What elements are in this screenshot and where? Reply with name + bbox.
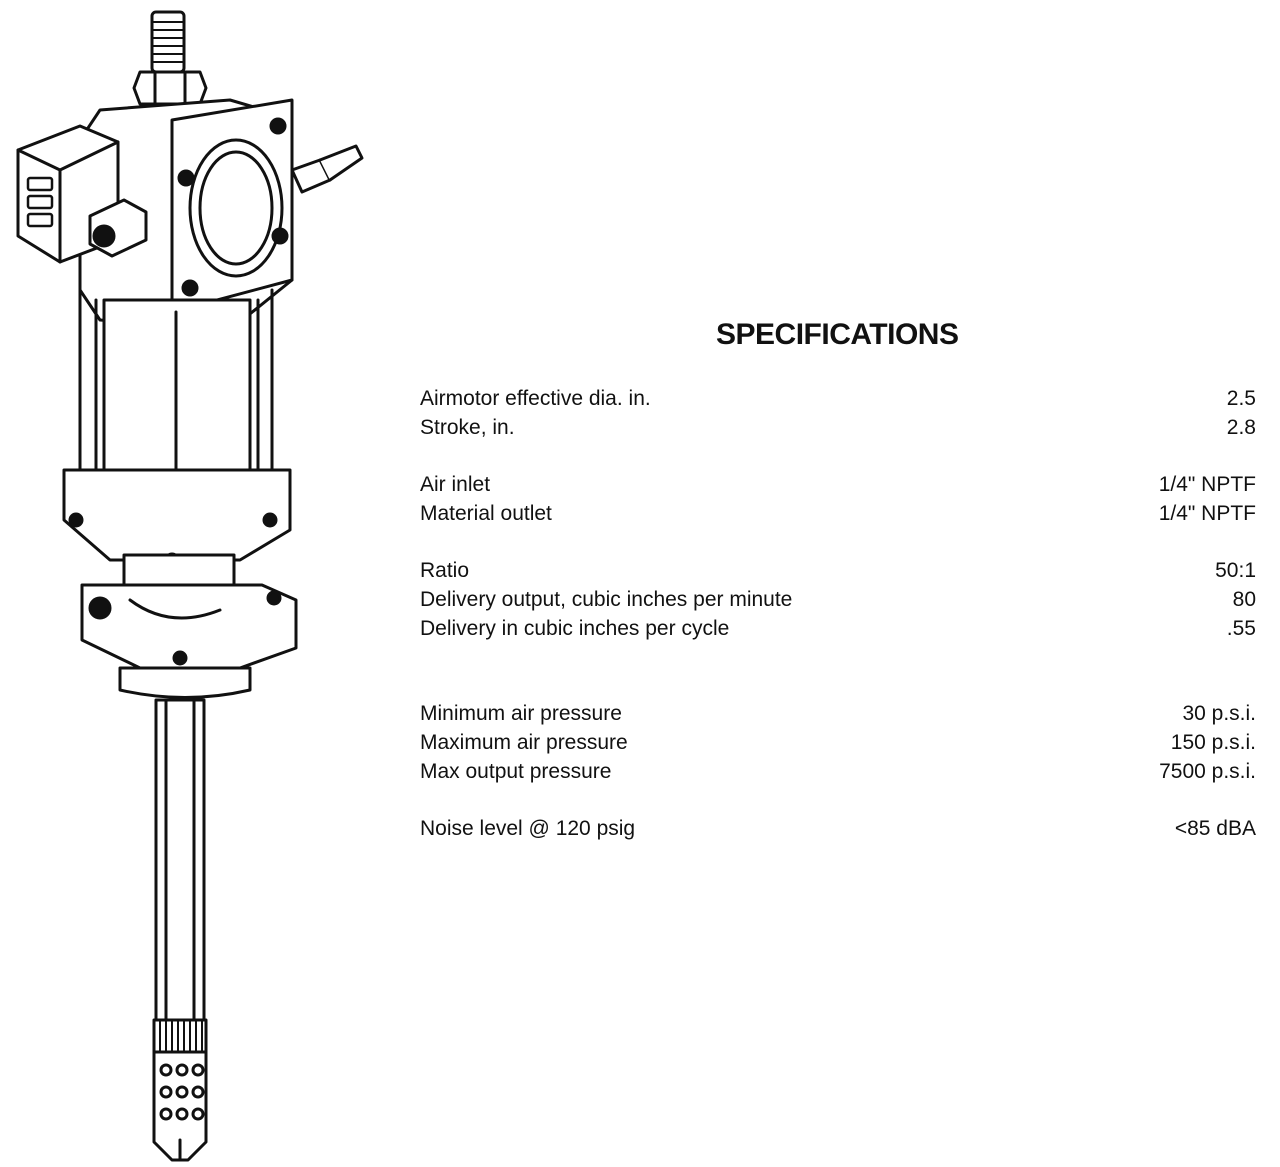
spec-value: 7500 p.s.i. (1159, 760, 1256, 783)
spec-label: Noise level @ 120 psig (420, 817, 636, 840)
spec-value: .55 (1226, 617, 1256, 640)
spec-value: 1/4" NPTF (1158, 502, 1256, 525)
spec-value: 80 (1232, 588, 1256, 611)
pump-illustration (16, 10, 364, 1162)
spec-value: 30 p.s.i. (1182, 702, 1256, 725)
spec-label: Maximum air pressure (420, 731, 628, 754)
spec-row: Airmotor effective dia. in. 2.5 (420, 384, 1256, 413)
spec-label: Air inlet (420, 473, 491, 496)
spec-group-output: Ratio 50:1 Delivery output, cubic inches… (420, 556, 1256, 643)
spec-group-dimensions: Airmotor effective dia. in. 2.5 Stroke, … (420, 384, 1256, 442)
spec-value: 1/4" NPTF (1158, 473, 1256, 496)
spec-group-connections: Air inlet 1/4" NPTF Material outlet 1/4"… (420, 470, 1256, 528)
spec-label: Minimum air pressure (420, 702, 622, 725)
specifications-table: Airmotor effective dia. in. 2.5 Stroke, … (420, 384, 1256, 871)
spec-label: Ratio (420, 559, 470, 582)
spec-value: <85 dBA (1174, 817, 1256, 840)
spec-value: 150 p.s.i. (1170, 731, 1256, 754)
spec-label: Delivery in cubic inches per cycle (420, 617, 730, 640)
spec-row: Material outlet 1/4" NPTF (420, 499, 1256, 528)
spec-value: 2.8 (1226, 416, 1256, 439)
spec-label: Material outlet (420, 502, 552, 525)
spec-row: Noise level @ 120 psig <85 dBA (420, 814, 1256, 843)
spec-row: Stroke, in. 2.8 (420, 413, 1256, 442)
page-title: SPECIFICATIONS (716, 318, 959, 351)
spec-row: Delivery in cubic inches per cycle .55 (420, 614, 1256, 643)
spec-label: Max output pressure (420, 760, 612, 783)
spec-group-noise: Noise level @ 120 psig <85 dBA (420, 814, 1256, 843)
spec-value: 50:1 (1215, 559, 1256, 582)
spec-row: Air inlet 1/4" NPTF (420, 470, 1256, 499)
spec-row: Maximum air pressure 150 p.s.i. (420, 728, 1256, 757)
spec-label: Delivery output, cubic inches per minute (420, 588, 793, 611)
spec-label: Stroke, in. (420, 416, 515, 439)
spec-value: 2.5 (1226, 387, 1256, 410)
spec-row: Delivery output, cubic inches per minute… (420, 585, 1256, 614)
spec-label: Airmotor effective dia. in. (420, 387, 651, 410)
spec-row: Minimum air pressure 30 p.s.i. (420, 699, 1256, 728)
spec-row: Ratio 50:1 (420, 556, 1256, 585)
spec-group-pressure: Minimum air pressure 30 p.s.i. Maximum a… (420, 699, 1256, 786)
spec-row: Max output pressure 7500 p.s.i. (420, 757, 1256, 786)
